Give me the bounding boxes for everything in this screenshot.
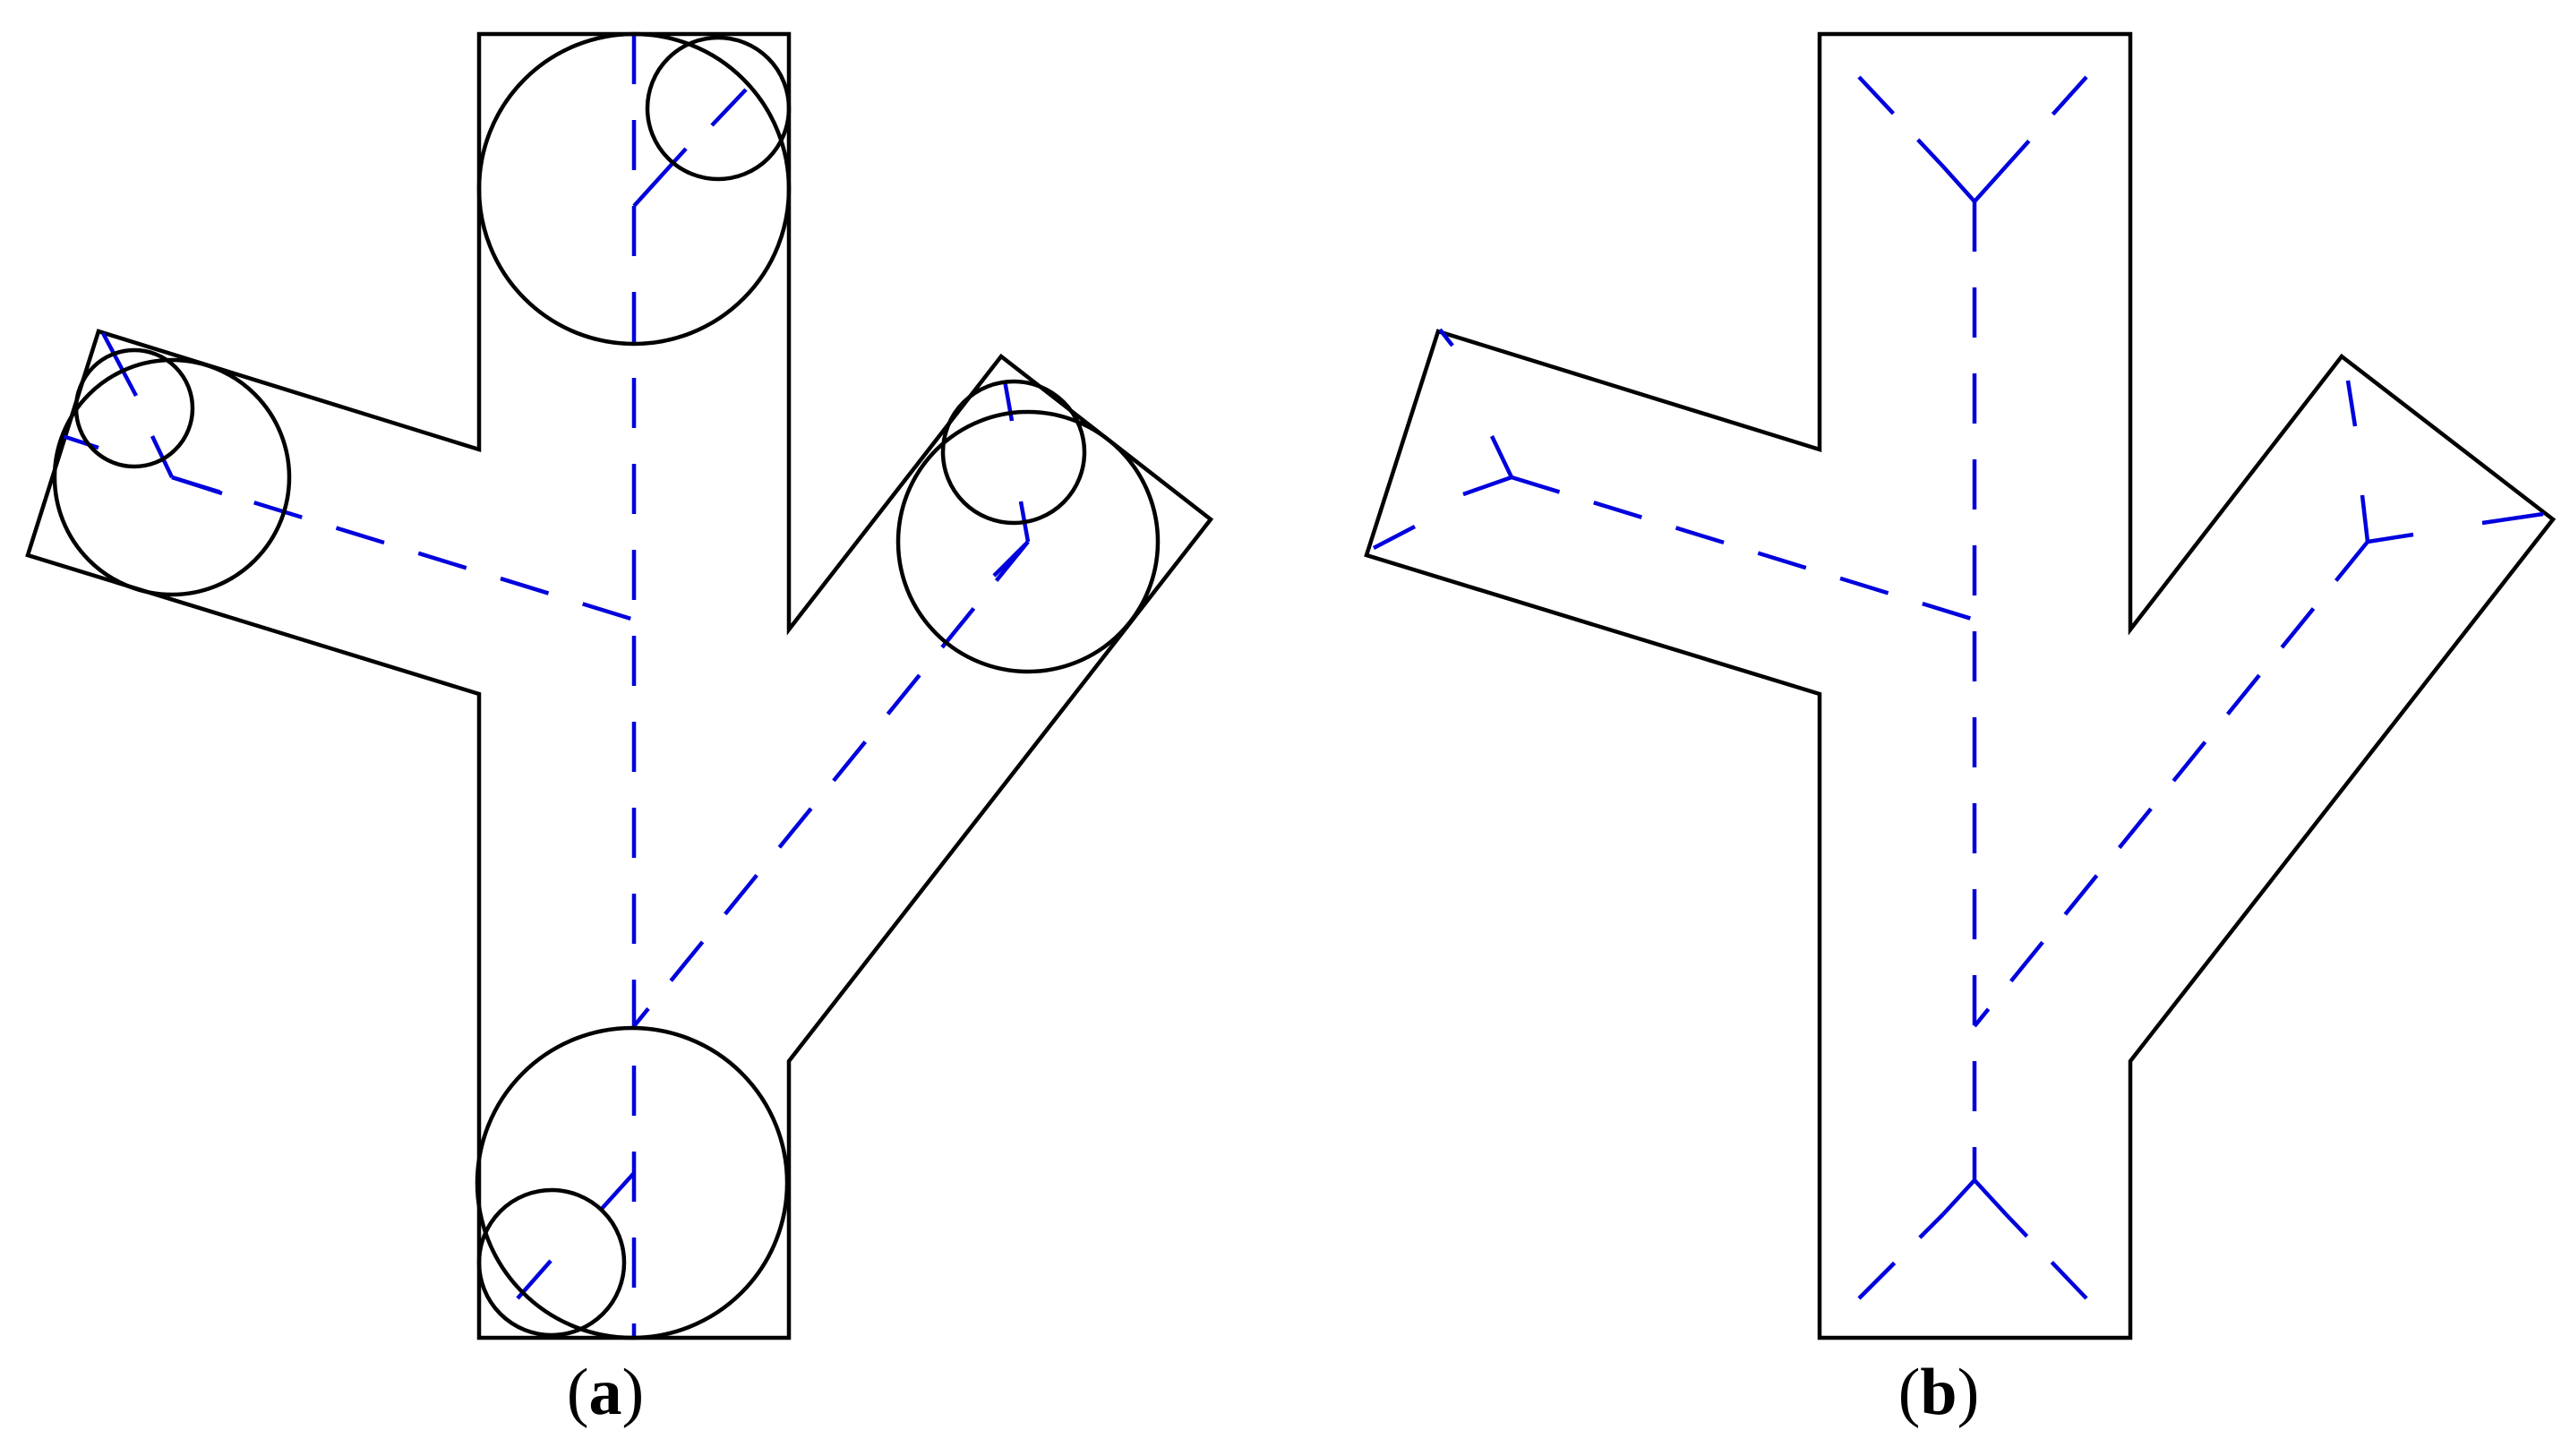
- inscribed-circle: [52, 357, 292, 597]
- panel-b: [1364, 31, 2557, 1340]
- skeleton-right-b: [2345, 380, 2358, 427]
- skeleton-top-b: [1941, 165, 1976, 203]
- shape-outline-a: [25, 31, 1214, 1340]
- inscribed-circle: [476, 1187, 627, 1338]
- skeleton-left-a: [101, 331, 138, 398]
- inscribed-circle: [475, 1025, 790, 1340]
- skeleton-right-b: [2481, 511, 2544, 526]
- skeleton-bottom-b: [1941, 1178, 1976, 1216]
- skeleton-right-a: [992, 540, 1030, 578]
- skeleton-top-a: [632, 147, 688, 208]
- caption-open-paren: (: [566, 1356, 589, 1429]
- skeleton-bottom-a: [598, 1171, 636, 1212]
- caption-open-paren: (: [1898, 1356, 1921, 1429]
- panel-a: [25, 31, 1214, 1340]
- skeleton-top-a: [710, 88, 748, 127]
- caption-b: (b): [1849, 1359, 2028, 1426]
- inscribed-circle: [940, 379, 1087, 526]
- caption-letter: a: [588, 1356, 622, 1429]
- caption-a: (a): [516, 1359, 695, 1426]
- skeleton-top-b: [1857, 75, 1945, 168]
- skeleton-bottom-b: [1973, 1178, 2008, 1216]
- caption-letter: b: [1920, 1356, 1957, 1429]
- skeleton-left-b: [1372, 525, 1417, 550]
- skeleton-left-b: [1489, 435, 1514, 478]
- skeleton-left-a: [150, 435, 175, 478]
- skeleton-b: [1372, 75, 2544, 1300]
- skeleton-top-b: [1973, 165, 2008, 203]
- skeleton-left-a: [171, 475, 223, 496]
- skeleton-left-b: [1438, 328, 1454, 347]
- inscribed-circle: [476, 31, 792, 347]
- skeleton-left-a: [62, 433, 99, 450]
- skeleton-right-b: [2367, 532, 2414, 544]
- skeleton-right-b: [2360, 494, 2370, 543]
- shape-outline-b: [1364, 31, 2557, 1340]
- skeleton-right-branch-a: [632, 540, 1030, 1028]
- caption-close-paren: ): [1957, 1356, 1980, 1429]
- skeleton-left-branch-b: [1511, 475, 1975, 622]
- inscribed-circle: [645, 35, 792, 182]
- caption-close-paren: ): [621, 1356, 645, 1429]
- skeleton-left-branch-a: [171, 475, 635, 622]
- skeleton-top-b: [2004, 75, 2088, 168]
- skeleton-bottom-b: [1857, 1212, 1945, 1300]
- inscribed-circle: [895, 409, 1161, 674]
- inscribed-circles-a: [52, 31, 1161, 1340]
- skeleton-bottom-b: [2004, 1212, 2088, 1300]
- skeleton-left-b: [1462, 475, 1512, 497]
- inscribed-circle: [73, 347, 195, 469]
- skeleton-a: [62, 34, 1031, 1338]
- skeleton-right-branch-b: [1973, 540, 2369, 1028]
